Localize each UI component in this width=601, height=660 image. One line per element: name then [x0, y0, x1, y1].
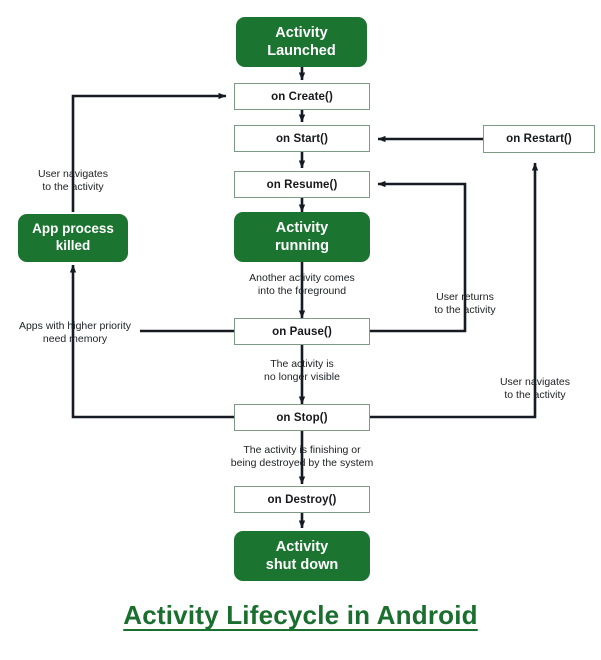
edge-label-user-navigates-left-line2: to the activity [42, 181, 104, 194]
edge-label-no-longer-visible-line1: The activity is [270, 358, 334, 370]
node-app-process-killed-line2: killed [55, 238, 91, 253]
node-on-resume-label: on Resume() [266, 178, 338, 191]
node-app-process-killed: App process killed [18, 214, 128, 262]
node-activity-shut-down-line2: shut down [265, 557, 339, 573]
node-on-stop: on Stop() [234, 404, 370, 431]
node-activity-launched-line1: Activity [275, 24, 328, 41]
node-on-resume: on Resume() [234, 171, 370, 198]
edge-label-another-activity-foreground-line2: into the foreground [257, 285, 347, 298]
edge-label-another-activity-foreground-line1: Another activity comes [249, 272, 355, 284]
edge-label-user-navigates-right: User navigates to the activity [472, 376, 598, 403]
edge-label-user-returns-line2: to the activity [434, 304, 496, 317]
diagram-title: Activity Lifecycle in Android [123, 600, 478, 630]
node-activity-running: Activity running [234, 212, 370, 262]
edge-label-user-navigates-right-line2: to the activity [504, 389, 566, 402]
node-app-process-killed-line1: App process [32, 221, 114, 237]
edge-label-another-activity-foreground: Another activity comes into the foregrou… [222, 272, 382, 299]
edge-label-apps-higher-priority: Apps with higher priority need memory [8, 320, 142, 347]
edge-label-user-navigates-left-line1: User navigates [37, 168, 109, 180]
edge-label-finishing-destroyed-line2: being destroyed by the system [230, 457, 374, 470]
node-on-restart-label: on Restart() [506, 133, 572, 145]
node-on-restart: on Restart() [483, 125, 595, 153]
edge-label-finishing-destroyed: The activity is finishing or being destr… [200, 444, 404, 471]
edge-label-no-longer-visible-line2: no longer visible [264, 371, 340, 384]
node-activity-running-line1: Activity [275, 219, 329, 236]
node-activity-shut-down-line1: Activity [275, 538, 329, 555]
node-activity-launched-line2: Launched [267, 43, 336, 59]
node-on-create: on Create() [234, 83, 370, 110]
edge-label-finishing-destroyed-line1: The activity is finishing or [243, 444, 361, 456]
node-activity-launched: Activity Launched [236, 17, 367, 67]
edge-label-user-navigates-right-line1: User navigates [499, 376, 571, 388]
node-on-create-label: on Create() [271, 90, 333, 103]
node-on-pause: on Pause() [234, 318, 370, 345]
edge-label-apps-higher-priority-line1: Apps with higher priority [18, 320, 132, 332]
node-on-stop-label: on Stop() [276, 411, 328, 424]
edge-label-user-returns-line1: User returns [436, 291, 494, 303]
node-on-destroy: on Destroy() [234, 486, 370, 513]
edge-label-user-navigates-left: User navigates to the activity [8, 168, 138, 195]
node-on-start-label: on Start() [275, 132, 329, 145]
node-activity-shut-down: Activity shut down [234, 531, 370, 581]
node-activity-running-line2: running [275, 238, 329, 254]
edge-label-no-longer-visible: The activity is no longer visible [236, 358, 368, 385]
node-on-pause-label: on Pause() [272, 325, 332, 338]
edge-label-user-returns: User returns to the activity [404, 291, 526, 318]
node-on-start: on Start() [234, 125, 370, 152]
edge-label-apps-higher-priority-line2: need memory [42, 333, 108, 346]
node-on-destroy-label: on Destroy() [267, 493, 337, 506]
